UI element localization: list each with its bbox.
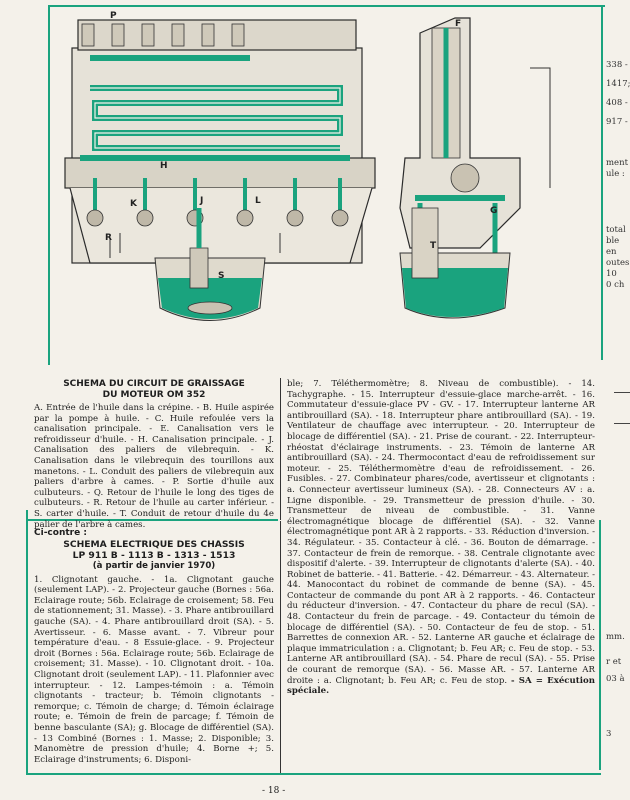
diagram-label: G (490, 206, 497, 216)
diagram-label: S (218, 271, 224, 281)
diagram-label: T (430, 241, 437, 251)
margin-line: 03 à (606, 674, 625, 684)
margin-line: 3 (606, 729, 612, 739)
margin-line: 1417; (606, 79, 630, 89)
diagram-label: J (199, 196, 203, 206)
margin-line: ble en (606, 236, 620, 257)
schema-footnote: - SA = Exécution spéciale. (287, 675, 596, 697)
schema-models: LP 911 B - 1113 B - 1313 - 1513 (72, 549, 236, 561)
diagram-label: H (160, 161, 168, 171)
margin-line: 338 - (606, 60, 628, 70)
margin-line: 10 (606, 269, 617, 279)
green-frame-right-lower (599, 520, 601, 770)
diagram-label: F (455, 19, 461, 29)
green-frame-left-lower (26, 510, 28, 775)
margin-line: ule : (606, 169, 625, 179)
green-frame-bottom (26, 773, 601, 775)
margin-box (614, 392, 630, 424)
margin-line: r et (606, 657, 622, 667)
margin-notes-low: total ble en (606, 225, 630, 258)
engine-lubrication-diagram: P R H K S T F G J L (50, 8, 600, 363)
margin-line: 917 - (606, 117, 628, 127)
column-divider (280, 378, 281, 520)
margin-notes-bottom: mm. r et 03 à 3 (606, 632, 625, 740)
margin-line: 0 ch (606, 280, 625, 290)
green-frame-divider (26, 519, 278, 521)
green-frame-right (601, 5, 603, 360)
caption-text: A. Entrée de l'huile dans la crépine. - … (34, 403, 274, 530)
margin-notes-top: 338 - 1417; 408 - 917 - (606, 60, 630, 128)
diagram-label: K (130, 199, 138, 209)
page-number: - 18 - (262, 786, 286, 796)
electrical-schema-right: ble; 7. Téléthermomètre; 8. Niveau de co… (287, 379, 595, 697)
margin-line: ment (606, 158, 628, 168)
green-frame-left (48, 5, 50, 365)
caption-title: SCHEMA DU CIRCUIT DE GRAISSAGE (63, 379, 245, 389)
margin-line: mm. (606, 632, 625, 642)
electrical-schema-left: Ci-contre : SCHEMA ELECTRIQUE DES CHASSI… (34, 528, 274, 765)
diagram-label: P (110, 11, 117, 21)
green-frame-top (48, 5, 605, 7)
margin-line: outes (606, 258, 630, 268)
schema-title: SCHEMA ELECTRIQUE DES CHASSIS (63, 538, 245, 550)
caption-subtitle: DU MOTEUR OM 352 (102, 390, 206, 400)
schema-text-right: ble; 7. Téléthermomètre; 8. Niveau de co… (287, 379, 595, 686)
margin-line: total (606, 225, 626, 235)
diagram-label: L (255, 196, 261, 206)
schema-text-left: 1. Clignotant gauche. - 1a. Clignotant g… (34, 574, 274, 765)
column-divider-lower (280, 521, 281, 773)
margin-line: 408 - (606, 98, 628, 108)
lubrication-caption: SCHEMA DU CIRCUIT DE GRAISSAGE DU MOTEUR… (34, 379, 274, 530)
intro-label: Ci-contre : (34, 528, 87, 538)
margin-notes-mid: ment ule : (606, 158, 628, 180)
schema-date: (à partir de janvier 1970) (92, 560, 216, 571)
margin-notes-low2: outes 10 0 ch (606, 258, 629, 291)
diagram-label: R (105, 233, 112, 243)
